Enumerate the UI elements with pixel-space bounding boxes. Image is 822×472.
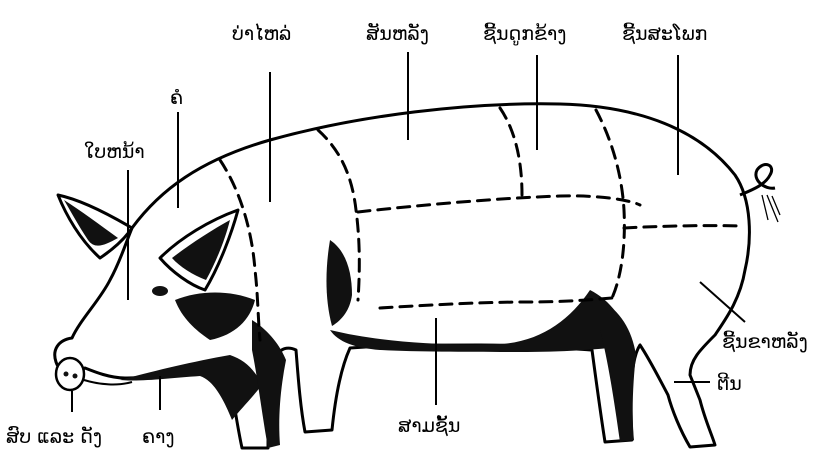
pig-mouth	[84, 380, 132, 384]
label-ribs: ຊີ້ນດູກຂ້າງ	[483, 21, 566, 47]
label-hip: ຊີ້ນສະໂພກ	[622, 21, 707, 45]
label-snout-ears: ສົບ ແລະ ດັງ	[6, 425, 102, 448]
nostril-2	[73, 374, 78, 379]
label-ear-face: ໃບຫນ້າ	[84, 141, 145, 163]
label-belly: ສາມຊັ້ນ	[398, 414, 460, 437]
pig-tail	[740, 165, 775, 195]
label-jowl: ຄາງ	[142, 426, 174, 448]
label-cheek: ຄໍ	[170, 87, 183, 109]
label-foot: ຕີນ	[717, 371, 742, 395]
label-loin: ສັນຫລັງ	[366, 22, 429, 45]
nostril-1	[64, 372, 69, 377]
pig-eye	[152, 286, 168, 296]
pig-illustration	[55, 104, 780, 448]
label-shoulder: ບ່າໄຫລ່	[232, 22, 291, 45]
tail-tuft	[762, 195, 780, 222]
label-hind-leg: ຊີ້ນຂາຫລັງ	[722, 329, 808, 353]
pig-snout	[56, 358, 84, 390]
pig-body-outline	[55, 104, 750, 448]
